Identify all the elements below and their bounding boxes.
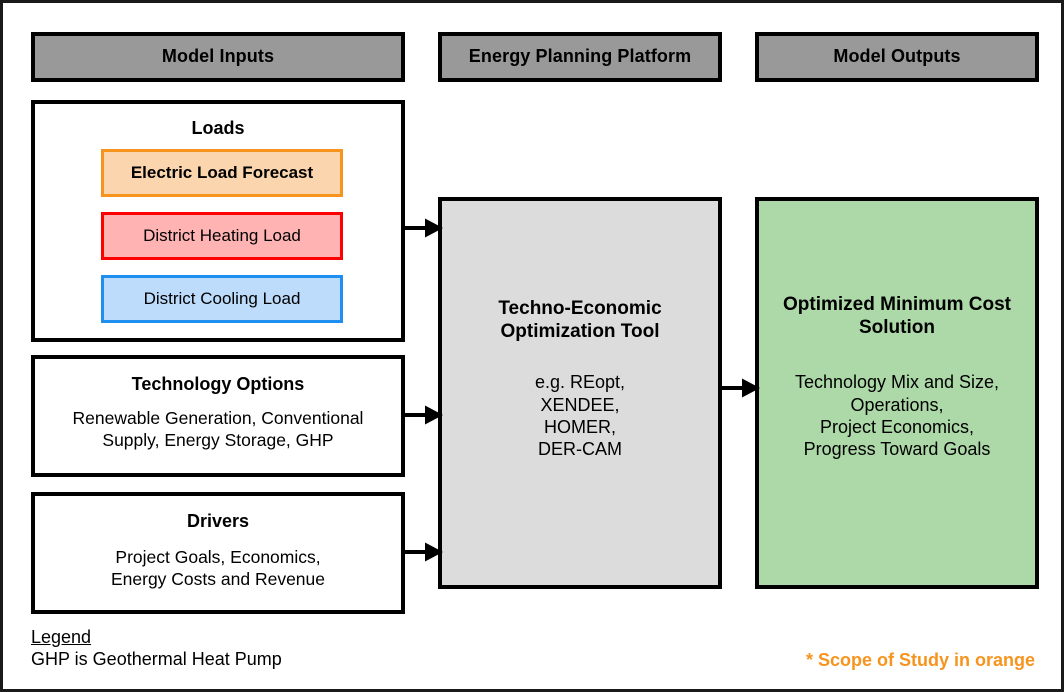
load-chip-district-heating-load: District Heating Load: [101, 212, 343, 260]
input-group-loads: Loads Electric Load Forecast District He…: [31, 100, 405, 342]
output-panel-body: Technology Mix and Size, Operations, Pro…: [794, 372, 1000, 460]
scope-of-study-note: * Scope of Study in orange: [806, 650, 1035, 671]
input-group-technology-options-title: Technology Options: [131, 374, 305, 394]
arrow-platform-to-outputs: [722, 378, 760, 398]
load-chip-district-heating-load-label: District Heating Load: [143, 225, 301, 245]
arrow-drivers-to-platform: [405, 542, 443, 562]
input-group-drivers-title: Drivers: [186, 511, 250, 531]
legend: Legend GHP is Geothermal Heat Pump: [31, 627, 461, 671]
input-group-drivers: Drivers Project Goals, Economics, Energy…: [31, 492, 405, 614]
column-header-energy-planning-platform: Energy Planning Platform: [438, 32, 722, 82]
arrow-loads-to-platform: [405, 218, 443, 238]
legend-title: Legend: [31, 627, 92, 647]
input-group-loads-title: Loads: [191, 118, 245, 138]
load-chip-district-cooling-load-label: District Cooling Load: [143, 288, 301, 308]
scope-of-study-note-label: * Scope of Study in orange: [805, 650, 1035, 670]
platform-panel-title: Techno-Economic Optimization Tool: [498, 298, 662, 343]
input-group-technology-options: Technology Options Renewable Generation,…: [31, 355, 405, 477]
input-group-drivers-body: Project Goals, Economics, Energy Costs a…: [110, 546, 326, 590]
input-group-technology-options-body: Renewable Generation, Conventional Suppl…: [72, 407, 364, 451]
load-chip-electric-load-forecast-label: Electric Load Forecast: [130, 162, 314, 182]
column-header-model-inputs: Model Inputs: [31, 32, 405, 82]
column-header-energy-planning-platform-label: Energy Planning Platform: [468, 46, 692, 67]
column-header-model-outputs-label: Model Outputs: [833, 46, 961, 67]
arrow-technology-options-to-platform: [405, 405, 443, 425]
legend-text-ghp: GHP is Geothermal Heat Pump: [31, 648, 282, 669]
output-panel-title: Optimized Minimum Cost Solution: [783, 294, 1011, 339]
load-chip-district-cooling-load: District Cooling Load: [101, 275, 343, 323]
column-header-model-outputs: Model Outputs: [755, 32, 1039, 82]
load-chip-electric-load-forecast: Electric Load Forecast: [101, 149, 343, 197]
column-header-model-inputs-label: Model Inputs: [161, 46, 275, 67]
output-panel-optimized-minimum-cost-solution: Optimized Minimum Cost Solution Technolo…: [755, 197, 1039, 589]
platform-panel-examples: e.g. REopt, XENDEE, HOMER, DER-CAM: [534, 372, 626, 460]
platform-panel-techno-economic-optimization-tool: Techno-Economic Optimization Tool e.g. R…: [438, 197, 722, 589]
